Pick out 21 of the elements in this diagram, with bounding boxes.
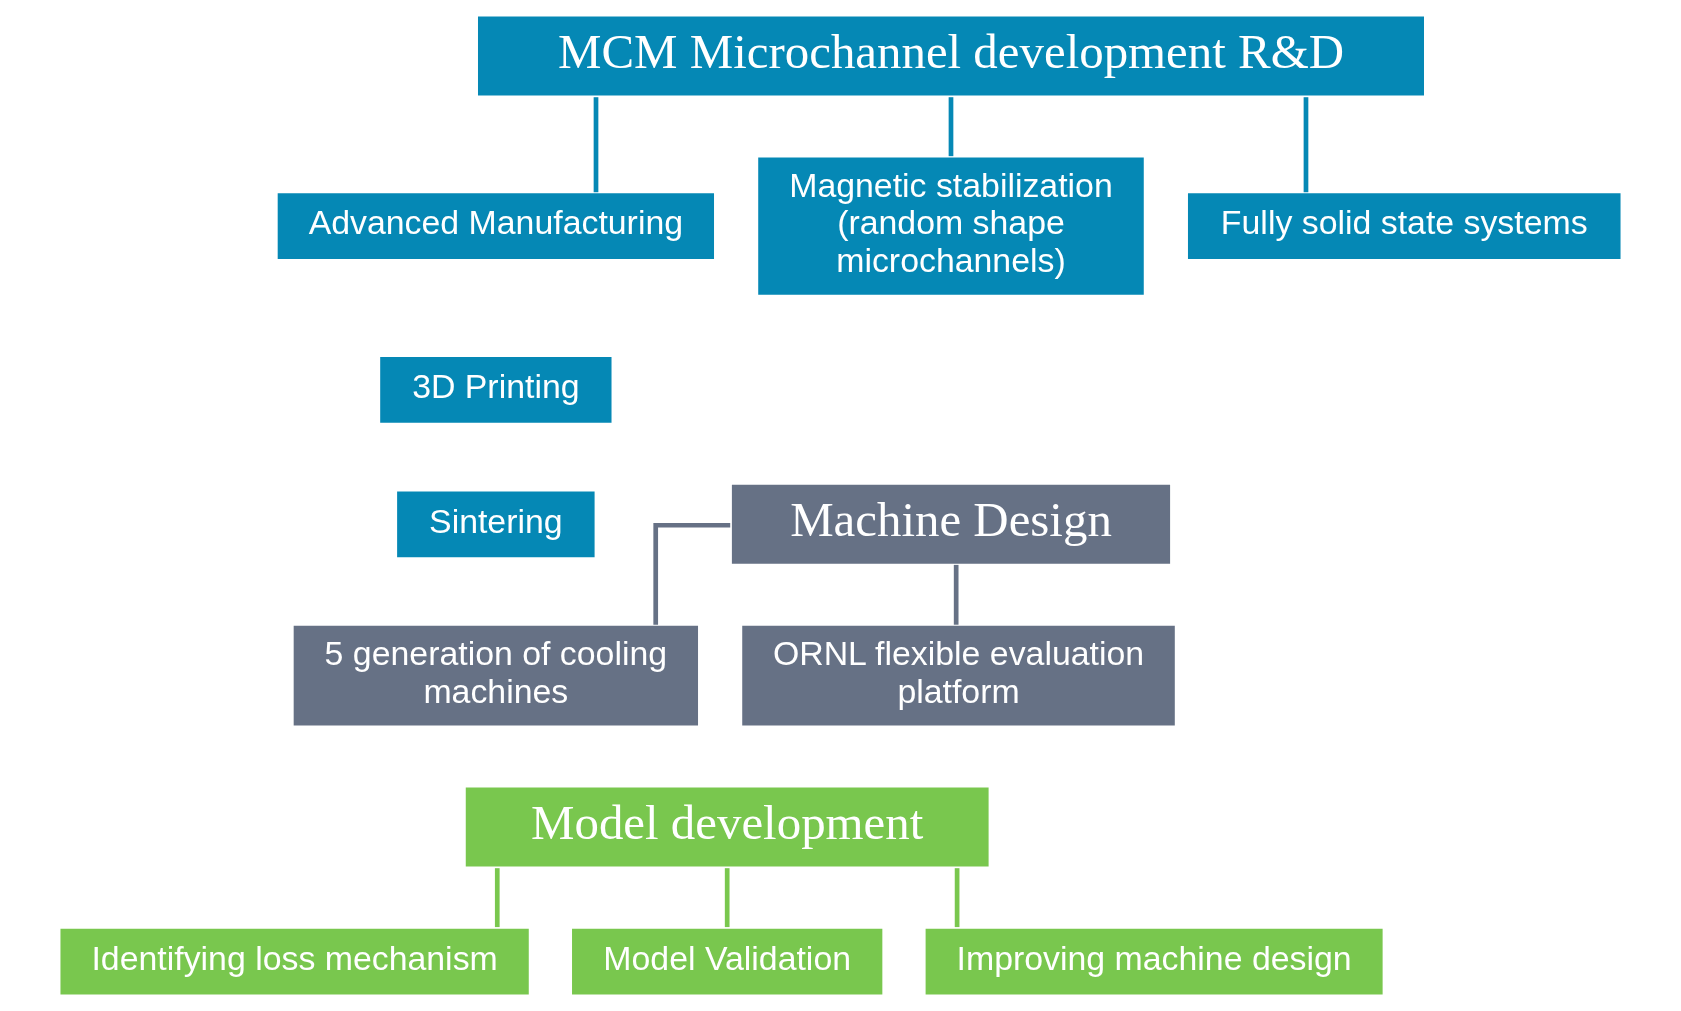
connector [954,868,960,928]
connector [948,97,954,157]
node-box: Model Validation [570,926,885,997]
node-box: Advanced Manufacturing [275,191,716,261]
connector [1303,97,1309,193]
node-box: ORNL flexible evaluation platform [740,624,1177,728]
connector [653,522,731,625]
node-box: Model development [463,785,991,869]
node-box: Improving machine design [923,926,1385,997]
node-box: Magnetic stabilization (random shape microchannels) [756,155,1146,297]
connector [593,97,599,193]
node-box: 5 generation of cooling machines [291,624,700,728]
node-box: 3D Printing [378,355,614,425]
node-box: MCM Microchannel development R&D [476,14,1426,98]
connector [953,564,959,625]
node-box: Machine Design [730,482,1172,566]
connector [494,868,500,928]
node-box: Fully solid state systems [1186,191,1623,261]
node-box: Sintering [395,489,597,560]
node-box: Identifying loss mechanism [58,926,531,997]
connector [724,868,730,928]
